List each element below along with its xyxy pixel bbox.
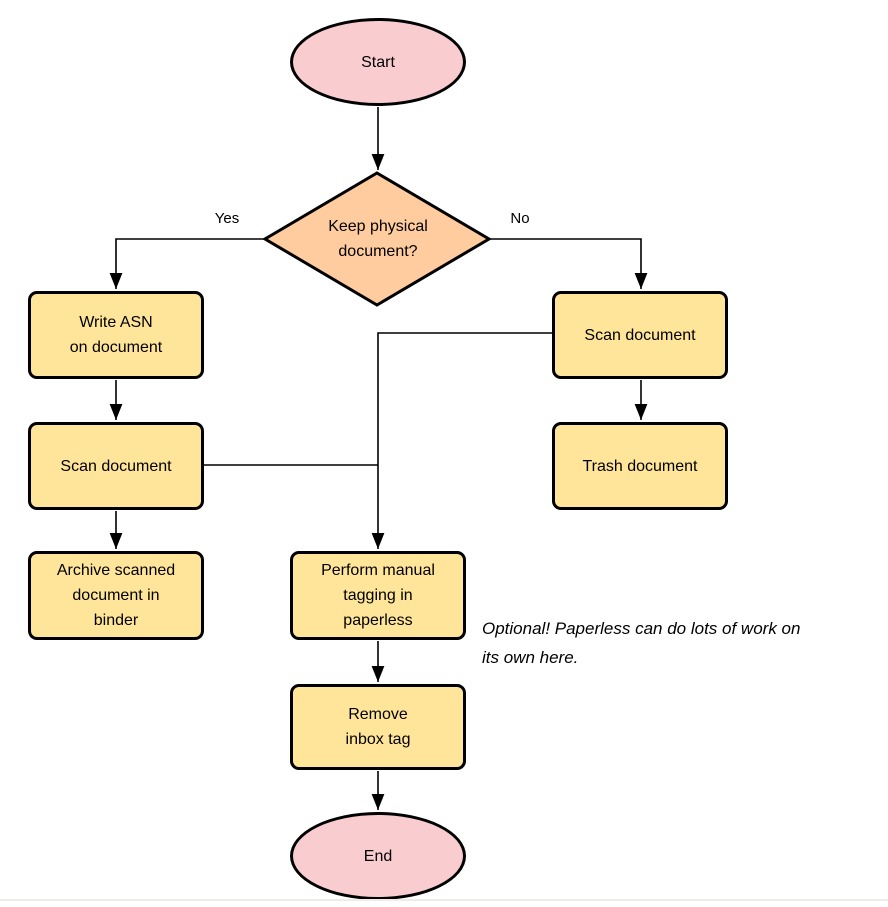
node-end: End: [290, 812, 466, 900]
node-archive-in-binder: Archive scanned document in binder: [28, 551, 204, 640]
node-start: Start: [290, 18, 466, 106]
edge-label-yes: Yes: [214, 210, 240, 227]
node-write-asn-label: Write ASN on document: [69, 314, 163, 356]
node-perform-label: Perform manual tagging in paperless: [321, 562, 435, 629]
node-scan-document-left: Scan document: [28, 422, 204, 510]
node-end-label: End: [363, 847, 393, 865]
node-remove-label: Remove inbox tag: [345, 706, 411, 748]
edge-label-no: No: [510, 210, 530, 227]
edge-decision-yes-to-write-asn: [109, 238, 265, 289]
node-decision-label: Keep physical document?: [328, 218, 428, 260]
node-write-asn: Write ASN on document: [28, 291, 204, 379]
edge-scan-right-to-perform: [371, 332, 552, 549]
node-scan-document-right: Scan document: [552, 291, 728, 379]
node-scan-right-label: Scan document: [584, 326, 696, 344]
node-scan-left-label: Scan document: [60, 457, 172, 475]
node-remove-inbox-tag: Remove inbox tag: [290, 684, 466, 770]
edge-decision-no-to-scan-right: [490, 238, 648, 289]
decision-diamond-shape: [262, 171, 492, 307]
optional-annotation: Optional! Paperless can do lots of work …: [482, 619, 801, 667]
node-trash-label: Trash document: [582, 457, 698, 475]
node-decision: Keep physical document?: [278, 206, 478, 272]
node-archive-label: Archive scanned document in binder: [56, 562, 176, 629]
page-bottom-rule: [0, 899, 888, 901]
node-start-label: Start: [361, 53, 395, 71]
node-manual-tagging: Perform manual tagging in paperless: [290, 551, 466, 640]
node-trash-document: Trash document: [552, 422, 728, 510]
